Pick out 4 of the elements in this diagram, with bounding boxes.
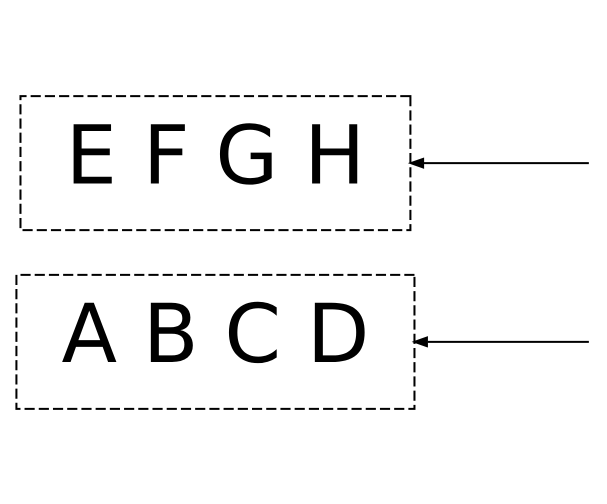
arrow: [408, 156, 589, 168]
node-box: E F G H: [19, 94, 412, 231]
node-box: A B C D: [15, 273, 416, 410]
arrow: [412, 336, 589, 348]
